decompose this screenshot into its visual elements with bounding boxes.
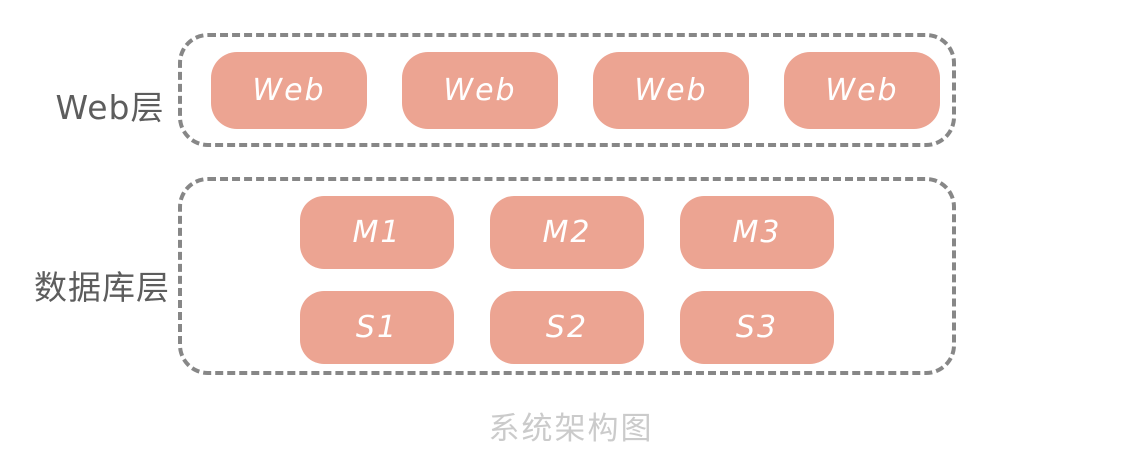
db-slave-node: S3 — [680, 291, 834, 364]
database-layer-label: 数据库层 — [34, 268, 170, 307]
db-master-node: M1 — [300, 196, 454, 269]
db-slave-node: S1 — [300, 291, 454, 364]
web-node: Web — [593, 51, 749, 129]
web-layer-container: Web Web Web Web — [178, 33, 956, 147]
diagram-caption: 系统架构图 — [488, 411, 654, 447]
web-node-row: Web Web Web Web — [182, 37, 952, 143]
web-node: Web — [402, 51, 558, 129]
web-node: Web — [784, 51, 940, 129]
db-slave-node: S2 — [490, 291, 644, 364]
db-master-node-row: M1 M2 M3 — [182, 196, 952, 269]
db-slave-node-row: S1 S2 S3 — [182, 291, 952, 364]
database-layer-container: M1 M2 M3 S1 S2 S3 — [178, 177, 956, 375]
web-node: Web — [211, 51, 367, 129]
db-master-node: M3 — [680, 196, 834, 269]
web-layer-label: Web层 — [55, 88, 165, 127]
db-master-node: M2 — [490, 196, 644, 269]
